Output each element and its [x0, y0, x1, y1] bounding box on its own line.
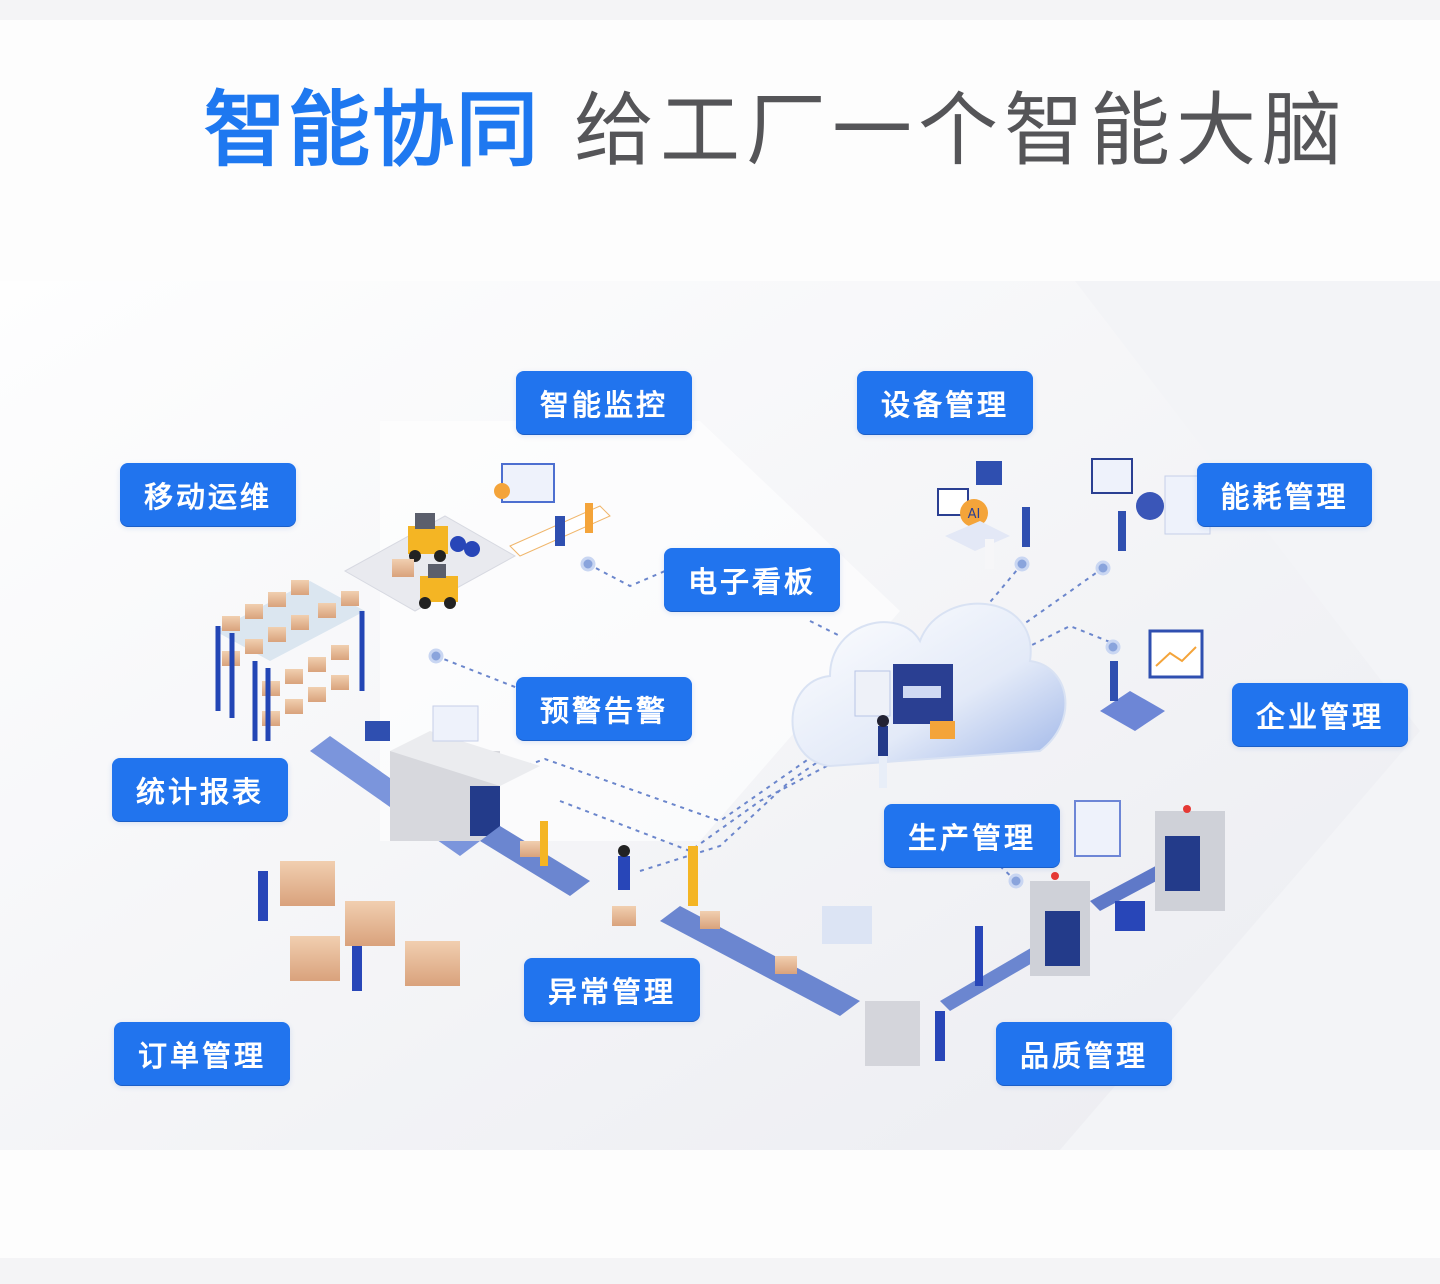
label-exception-management[interactable]: 异常管理 [524, 958, 700, 1021]
label-order-management[interactable]: 订单管理 [114, 1022, 290, 1085]
svg-text:AI: AI [968, 507, 981, 522]
pallets-icon [280, 861, 460, 986]
label-statistics-report[interactable]: 统计报表 [112, 758, 288, 821]
label-early-warning[interactable]: 预警告警 [516, 677, 692, 740]
bottom-band [0, 1258, 1440, 1284]
label-quality-management[interactable]: 品质管理 [996, 1022, 1172, 1085]
conveyor-line-icon [310, 705, 590, 896]
production-conveyor-icon [660, 800, 1225, 1066]
bottom-spacer [0, 1150, 1440, 1258]
header: 智能协同 给工厂一个智能大脑 [0, 20, 1440, 281]
factory-diagram-panel: AI [0, 281, 1440, 1150]
label-enterprise-management[interactable]: 企业管理 [1232, 683, 1408, 746]
enterprise-desk-icon [1100, 629, 1204, 731]
top-band [0, 0, 1440, 20]
label-smart-monitoring[interactable]: 智能监控 [516, 371, 692, 434]
label-energy-management[interactable]: 能耗管理 [1197, 463, 1372, 526]
worker-icon [612, 845, 636, 926]
label-equipment-management[interactable]: 设备管理 [857, 371, 1033, 434]
label-e-dashboard[interactable]: 电子看板 [664, 548, 840, 611]
page-title: 智能协同 给工厂一个智能大脑 [204, 90, 1348, 172]
forklift-area-icon [343, 513, 517, 612]
diagram-illustration: AI [0, 281, 1420, 1150]
monitoring-desk-icon [494, 463, 611, 557]
warehouse-shelves-icon [215, 580, 365, 741]
equipment-ai-icon: AI [937, 461, 1030, 569]
label-mobile-ops[interactable]: 移动运维 [120, 463, 296, 526]
label-production-management[interactable]: 生产管理 [884, 804, 1060, 867]
cloud-icon [791, 602, 1067, 788]
title-subtitle: 给工厂一个智能大脑 [574, 84, 1349, 177]
title-highlight: 智能协同 [204, 83, 541, 178]
